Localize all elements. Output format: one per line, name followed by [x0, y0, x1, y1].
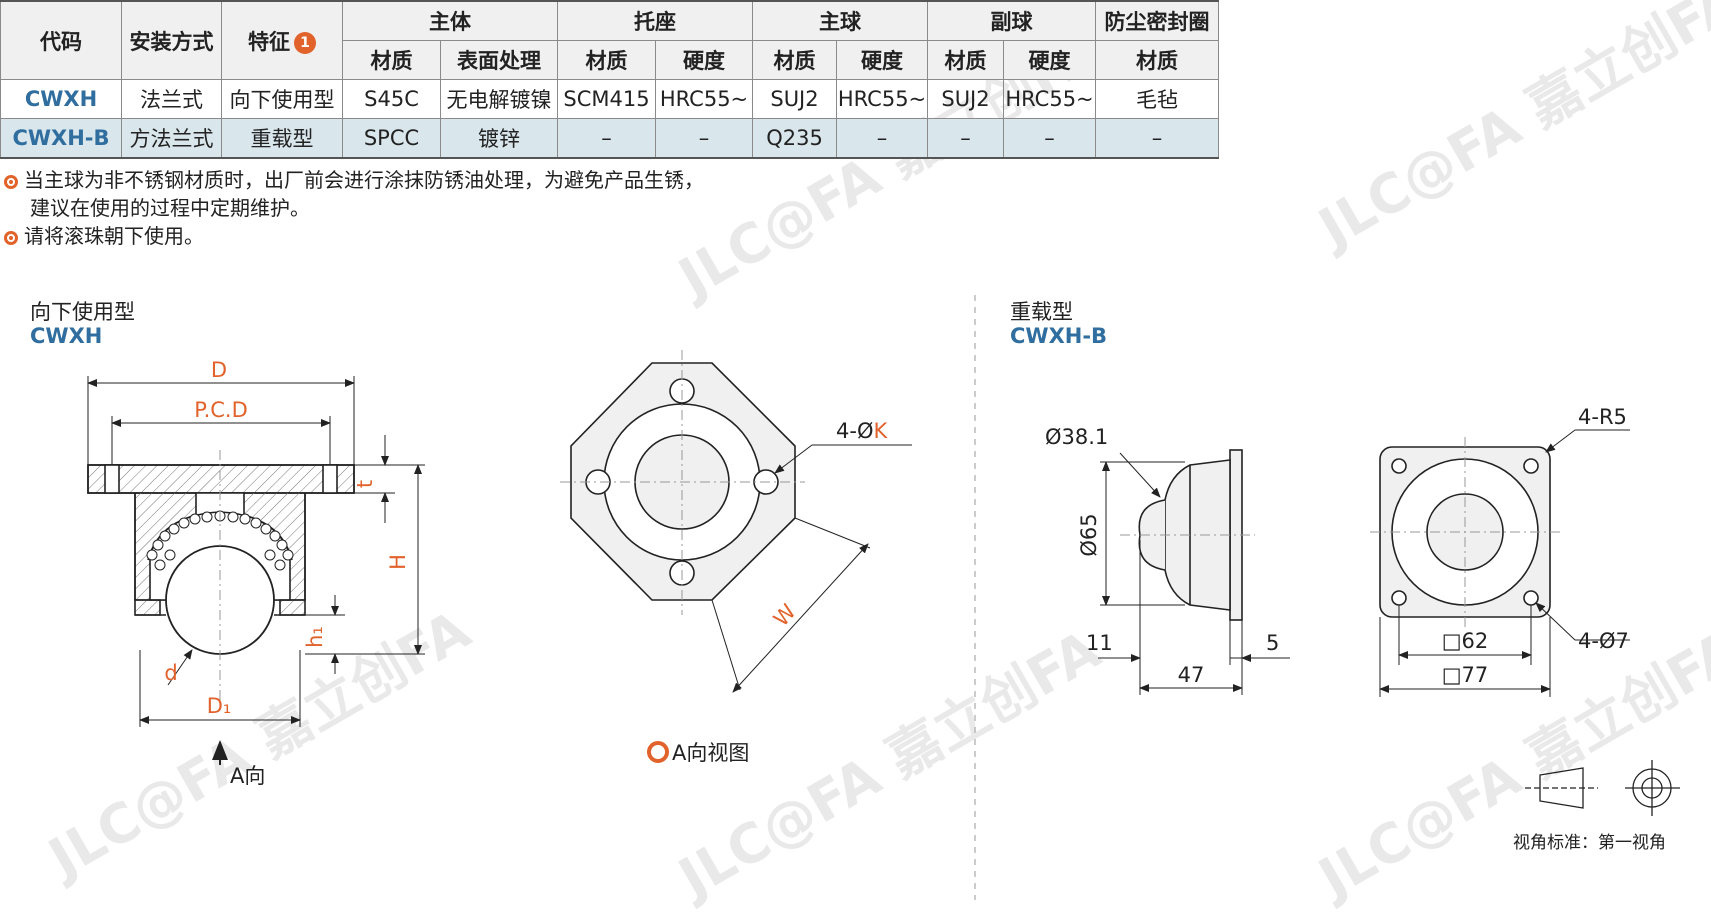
- cwxh-b-side-dimensions: [1098, 452, 1290, 695]
- dim-47: 47: [1178, 663, 1205, 687]
- header-code: 代码: [0, 0, 122, 80]
- dim-D: D: [211, 358, 227, 382]
- dim-W: W: [769, 599, 801, 631]
- dim-t: t: [353, 480, 377, 488]
- cell-code[interactable]: CWXH: [0, 79, 122, 119]
- cell-seat-hardness: –: [655, 118, 753, 159]
- dim-H: H: [386, 554, 410, 570]
- header-body: 主体: [342, 0, 558, 41]
- header-body-material: 材质: [342, 40, 441, 80]
- hole-count-prefix: 4-Ø: [836, 419, 873, 443]
- left-view-code: CWXH: [30, 324, 103, 348]
- header-sub-ball: 副球: [927, 0, 1096, 41]
- feature-note-badge: 1: [294, 31, 316, 54]
- header-seat-material: 材质: [557, 40, 656, 80]
- cwxh-section-view: [87, 450, 355, 700]
- first-angle-projection-icon: [1525, 760, 1680, 816]
- cell-body-material: SPCC: [342, 118, 441, 159]
- cell-code[interactable]: CWXH-B: [0, 118, 122, 159]
- header-mount: 安装方式: [121, 0, 222, 80]
- cell-sub-hardness: –: [1003, 118, 1096, 159]
- note-1-continued: 建议在使用的过程中定期维护。: [30, 196, 310, 220]
- cwxh-a-view-dimensions: [711, 444, 912, 693]
- header-feature-label: 特征: [248, 29, 290, 54]
- cwxh-b-side-view: [1120, 449, 1255, 621]
- a-direction-label: A向: [230, 764, 265, 788]
- header-seat-hardness: 硬度: [655, 40, 753, 80]
- cell-seat-hardness: HRC55~: [655, 79, 753, 119]
- cwxh-b-front-dimensions: [1379, 429, 1630, 697]
- note-1: 当主球为非不锈钢材质时，出厂前会进行涂抹防锈油处理，为避免产品生锈，: [4, 166, 704, 194]
- cell-sub-material: –: [927, 118, 1004, 159]
- header-main-ball: 主球: [752, 0, 928, 41]
- note-2: 请将滚珠朝下使用。: [4, 222, 204, 250]
- table-row: CWXH-B 方法兰式 重载型 SPCC 镀锌 – – Q235 – – – –: [0, 118, 1219, 159]
- cell-main-hardness: HRC55~: [836, 79, 928, 119]
- cell-seat-material: –: [557, 118, 656, 159]
- note-2-text: 请将滚珠朝下使用。: [24, 224, 204, 248]
- header-seat: 托座: [557, 0, 753, 41]
- cell-body-surface: 无电解镀镍: [440, 79, 558, 119]
- a-view-caption-icon: [647, 741, 669, 763]
- dim-11: 11: [1086, 631, 1113, 655]
- cell-feature: 重载型: [221, 118, 343, 159]
- dim-d: d: [164, 661, 177, 685]
- cell-mount: 方法兰式: [121, 118, 222, 159]
- projection-label: 视角标准：第一视角: [1513, 833, 1666, 853]
- cell-feature: 向下使用型: [221, 79, 343, 119]
- dim-D1: D₁: [207, 694, 232, 718]
- cell-main-material: Q235: [752, 118, 837, 159]
- cwxh-a-view: [560, 350, 805, 615]
- dim-5: 5: [1266, 631, 1279, 655]
- dim-PCD: P.C.D: [194, 398, 248, 422]
- left-view-title: 向下使用型: [30, 300, 135, 324]
- cwxh-dimensions: [87, 376, 425, 765]
- dim-65: Ø65: [1077, 513, 1101, 556]
- note-marker-icon: [4, 175, 18, 189]
- cell-seal-material: –: [1095, 118, 1219, 159]
- dim-holes: 4-Ø7: [1578, 629, 1629, 653]
- cell-seat-material: SCM415: [557, 79, 656, 119]
- dim-38: Ø38.1: [1045, 425, 1108, 449]
- table-row: CWXH 法兰式 向下使用型 S45C 无电解镀镍 SCM415 HRC55~ …: [0, 79, 1219, 119]
- cwxh-b-front-view: [1370, 437, 1560, 627]
- cell-main-material: SUJ2: [752, 79, 837, 119]
- cell-seal-material: 毛毡: [1095, 79, 1219, 119]
- header-sub-material: 材质: [927, 40, 1004, 80]
- a-view-hole-label: 4-ØK: [836, 419, 888, 443]
- a-view-caption: A向视图: [672, 741, 749, 765]
- note-1-line-1: 当主球为非不锈钢材质时，出厂前会进行涂抹防锈油处理，为避免产品生锈，: [24, 168, 704, 192]
- header-body-surface: 表面处理: [440, 40, 558, 80]
- dim-h1: h₁: [303, 626, 327, 648]
- right-view-title: 重载型: [1010, 300, 1073, 324]
- header-seal-material: 材质: [1095, 40, 1219, 80]
- cell-sub-hardness: HRC55~: [1003, 79, 1096, 119]
- dim-r5: 4-R5: [1578, 405, 1627, 429]
- dim-sq62: □62: [1442, 629, 1489, 653]
- dim-sq77: □77: [1442, 663, 1489, 687]
- header-main-material: 材质: [752, 40, 837, 80]
- cell-sub-material: SUJ2: [927, 79, 1004, 119]
- note-marker-icon: [4, 231, 18, 245]
- hole-dim-K: K: [873, 419, 888, 443]
- right-view-code: CWXH-B: [1010, 324, 1108, 348]
- cell-main-hardness: –: [836, 118, 928, 159]
- cell-body-surface: 镀锌: [440, 118, 558, 159]
- cell-mount: 法兰式: [121, 79, 222, 119]
- header-seal: 防尘密封圈: [1095, 0, 1219, 41]
- cell-body-material: S45C: [342, 79, 441, 119]
